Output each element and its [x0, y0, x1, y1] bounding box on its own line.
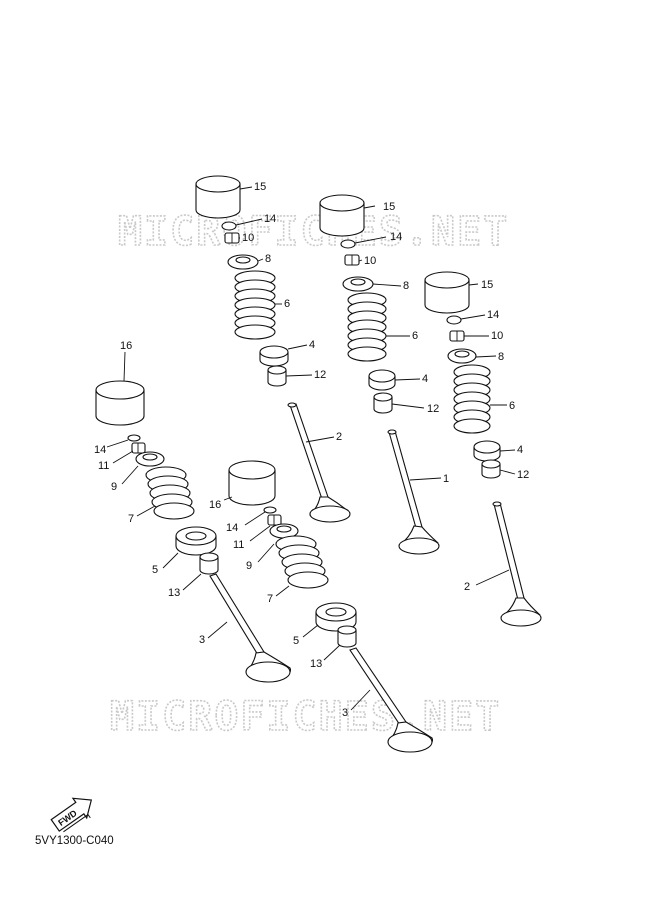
callout-12: 12 [517, 469, 529, 481]
exhaust-valve [209, 573, 291, 683]
callout-7: 7 [128, 513, 134, 525]
callout-12: 12 [427, 403, 439, 415]
callout-8: 8 [265, 253, 271, 265]
valve-assembly-c: 15 14 10 8 6 4 12 2 [424, 271, 542, 627]
valve-cotter [344, 254, 360, 266]
valve-lifter [424, 271, 470, 314]
valve-shim [127, 434, 141, 442]
callout-3: 3 [342, 707, 348, 719]
callout-6: 6 [509, 400, 515, 412]
callout-3: 3 [199, 634, 205, 646]
spring-seat [368, 369, 396, 391]
exhaust-valve [349, 647, 433, 753]
callout-16: 16 [120, 340, 132, 352]
callout-15: 15 [254, 181, 266, 193]
callout-10: 10 [491, 330, 503, 342]
valve-lifter [319, 194, 365, 237]
callout-16: 16 [209, 499, 221, 511]
callout-5: 5 [152, 564, 158, 576]
valve-stem-seal [373, 392, 393, 414]
forward-arrow-icon: FWD [50, 797, 93, 833]
callout-14: 14 [226, 522, 238, 534]
valve-shim [340, 239, 356, 249]
spring-seat [473, 440, 501, 462]
callout-8: 8 [498, 351, 504, 363]
callout-14: 14 [94, 444, 106, 456]
valve-assembly-left: 16 14 11 9 7 5 13 3 [94, 340, 291, 683]
valve-cotter [131, 442, 146, 454]
valve-spring [275, 535, 329, 589]
valve-spring-retainer [269, 523, 299, 539]
callout-4: 4 [422, 373, 428, 385]
exhaust-valve [387, 429, 440, 555]
diagram-code: 5VY1300-C040 [35, 835, 114, 847]
callout-8: 8 [403, 280, 409, 292]
valve-spring-retainer [135, 451, 165, 467]
callout-11: 11 [98, 460, 109, 472]
valve-spring [145, 466, 195, 520]
valve-spring [234, 270, 276, 340]
callout-11: 11 [233, 539, 244, 551]
valve-lifter [228, 460, 276, 506]
callout-12: 12 [314, 369, 326, 381]
callout-10: 10 [242, 232, 254, 244]
callout-6: 6 [412, 330, 418, 342]
valve-shim [446, 315, 462, 325]
spring-seat [259, 345, 289, 367]
valve-shim [263, 506, 277, 514]
valve-stem-seal [337, 625, 357, 648]
spring-seat [175, 526, 217, 556]
callout-9: 9 [111, 481, 117, 493]
valve-lifter [95, 380, 145, 426]
valve-lifter [195, 175, 241, 219]
valve-assembly-middle: 16 14 11 9 7 5 13 3 [209, 460, 433, 753]
callout-4: 4 [517, 444, 523, 456]
valve-stem-seal [481, 459, 501, 479]
callout-13: 13 [310, 658, 322, 670]
callout-6: 6 [284, 298, 290, 310]
callout-5: 5 [293, 635, 299, 647]
callout-14: 14 [264, 213, 276, 225]
valve-cotter [449, 330, 465, 342]
valve-assembly-a: 15 14 10 8 6 4 12 2 [195, 175, 351, 523]
valve-spring-retainer [447, 348, 477, 364]
intake-valve [287, 402, 351, 523]
callout-15: 15 [481, 279, 493, 291]
callout-4: 4 [309, 339, 315, 351]
watermark-top: MICROFICHES.NET [118, 209, 509, 255]
valve-cotter [267, 514, 282, 526]
callout-15: 15 [383, 201, 395, 213]
intake-valve [492, 501, 542, 627]
callout-9: 9 [246, 560, 252, 572]
callout-7: 7 [267, 593, 273, 605]
callout-14: 14 [390, 231, 402, 243]
watermark-bottom: MICROFICHES.NET [110, 694, 501, 740]
valve-shim [221, 221, 237, 231]
valve-spring-retainer [227, 254, 259, 270]
callout-10: 10 [364, 255, 376, 267]
valve-assembly-b: 15 14 10 8 6 4 12 1 [319, 194, 449, 555]
callout-2: 2 [464, 581, 470, 593]
callout-2: 2 [336, 431, 342, 443]
valve-cotter [224, 232, 240, 244]
valve-spring [347, 292, 387, 362]
valve-stem-seal [199, 552, 219, 575]
callout-14: 14 [487, 309, 499, 321]
valve-spring [453, 364, 491, 434]
valve-stem-seal [267, 365, 287, 387]
callout-1: 1 [443, 473, 449, 485]
valve-spring-retainer [342, 276, 374, 292]
callout-13: 13 [168, 587, 180, 599]
